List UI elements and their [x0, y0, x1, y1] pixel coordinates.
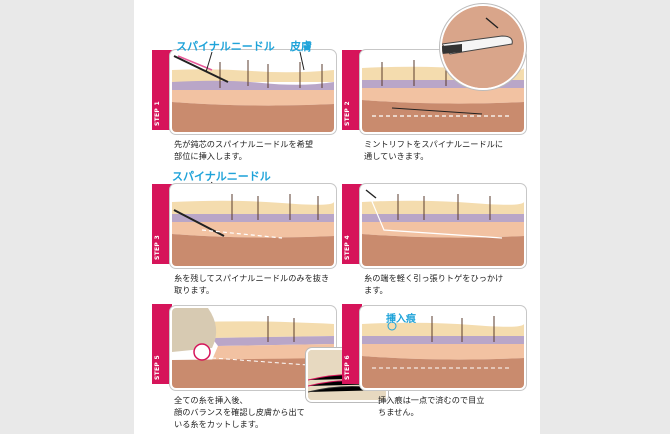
insertion-mark-label: 挿入痕 — [386, 314, 416, 325]
skin-cross-section — [170, 50, 336, 134]
step-tab: STEP 5 — [152, 304, 172, 384]
caption-line: 糸の端を軽く引っ張りトゲをひっかけ — [364, 273, 504, 283]
spinal-needle-label: スパイナルニードル — [176, 40, 275, 53]
caption-line: 取ります。 — [174, 285, 215, 295]
skin-cross-section — [360, 184, 526, 268]
caption-line: 顔のバランスを確認し皮膚から出て — [174, 407, 305, 417]
step-caption: 糸を残してスパイナルニードルのみを抜き 取ります。 — [174, 272, 344, 296]
caption-line: 糸を残してスパイナルニードルのみを抜き — [174, 273, 330, 283]
step-5: STEP 5 全ての糸を挿入後、 顔のバランスを確認し皮膚から出て いる糸をカッ… — [152, 304, 336, 429]
step-caption: 全ての糸を挿入後、 顔のバランスを確認し皮膚から出て いる糸をカットします。 — [174, 394, 344, 430]
step-caption: 先が鈍芯のスパイナルニードルを希望 部位に挿入します。 — [174, 138, 344, 162]
caption-line: ちません。 — [378, 407, 419, 417]
caption-line: 全ての糸を挿入後、 — [174, 395, 248, 405]
step-tab: STEP 2 — [342, 50, 362, 130]
step-tab: STEP 4 — [342, 184, 362, 264]
step-tab-label: STEP 4 — [344, 235, 351, 260]
step-tab-label: STEP 5 — [154, 355, 161, 380]
step-4: STEP 4 糸の端を軽く引っ張りトゲをひっかけ ます。 — [342, 184, 526, 295]
step-2: STEP 2 ミントリフトをスパイナルニードルに 通していきます。 — [342, 50, 526, 161]
caption-line: 先が鈍芯のスパイナルニードルを希望 — [174, 139, 314, 149]
caption-line: 挿入痕は一点で済むので目立 — [378, 395, 485, 405]
step-caption: ミントリフトをスパイナルニードルに 通していきます。 — [364, 138, 534, 162]
step-6: STEP 6 挿入痕は一点で済むので目立 ちません。 — [342, 304, 526, 417]
step-tab-label: STEP 2 — [344, 101, 351, 126]
step-tab-label: STEP 3 — [154, 235, 161, 260]
step-tab-label: STEP 6 — [344, 355, 351, 380]
skin-label: 皮膚 — [290, 40, 312, 53]
needle-tip-closeup — [440, 4, 526, 90]
skin-cross-section — [360, 50, 526, 134]
caption-line: ます。 — [364, 285, 388, 295]
caption-line: 部位に挿入します。 — [174, 151, 247, 161]
step-tab: STEP 6 — [342, 304, 362, 384]
spinal-needle-label: スパイナルニードル — [172, 170, 271, 183]
step-tab-label: STEP 1 — [154, 101, 161, 126]
caption-line: ミントリフトをスパイナルニードルに — [364, 139, 504, 149]
step-tab: STEP 3 — [152, 184, 172, 264]
step-tab: STEP 1 — [152, 50, 172, 130]
skin-cross-section — [170, 184, 336, 268]
step-caption: 糸の端を軽く引っ張りトゲをひっかけ ます。 — [364, 272, 534, 296]
step-1: STEP 1 先が鈍芯のスパイナルニードルを希望 部位に挿入します。 — [152, 50, 336, 161]
step-3: STEP 3 糸を残してスパイナルニードルのみを抜き 取ります。 — [152, 184, 336, 295]
caption-line: 通していきます。 — [364, 151, 429, 161]
caption-line: いる糸をカットします。 — [174, 419, 264, 429]
step-caption: 挿入痕は一点で済むので目立 ちません。 — [378, 394, 548, 418]
skin-cross-section — [360, 306, 526, 390]
